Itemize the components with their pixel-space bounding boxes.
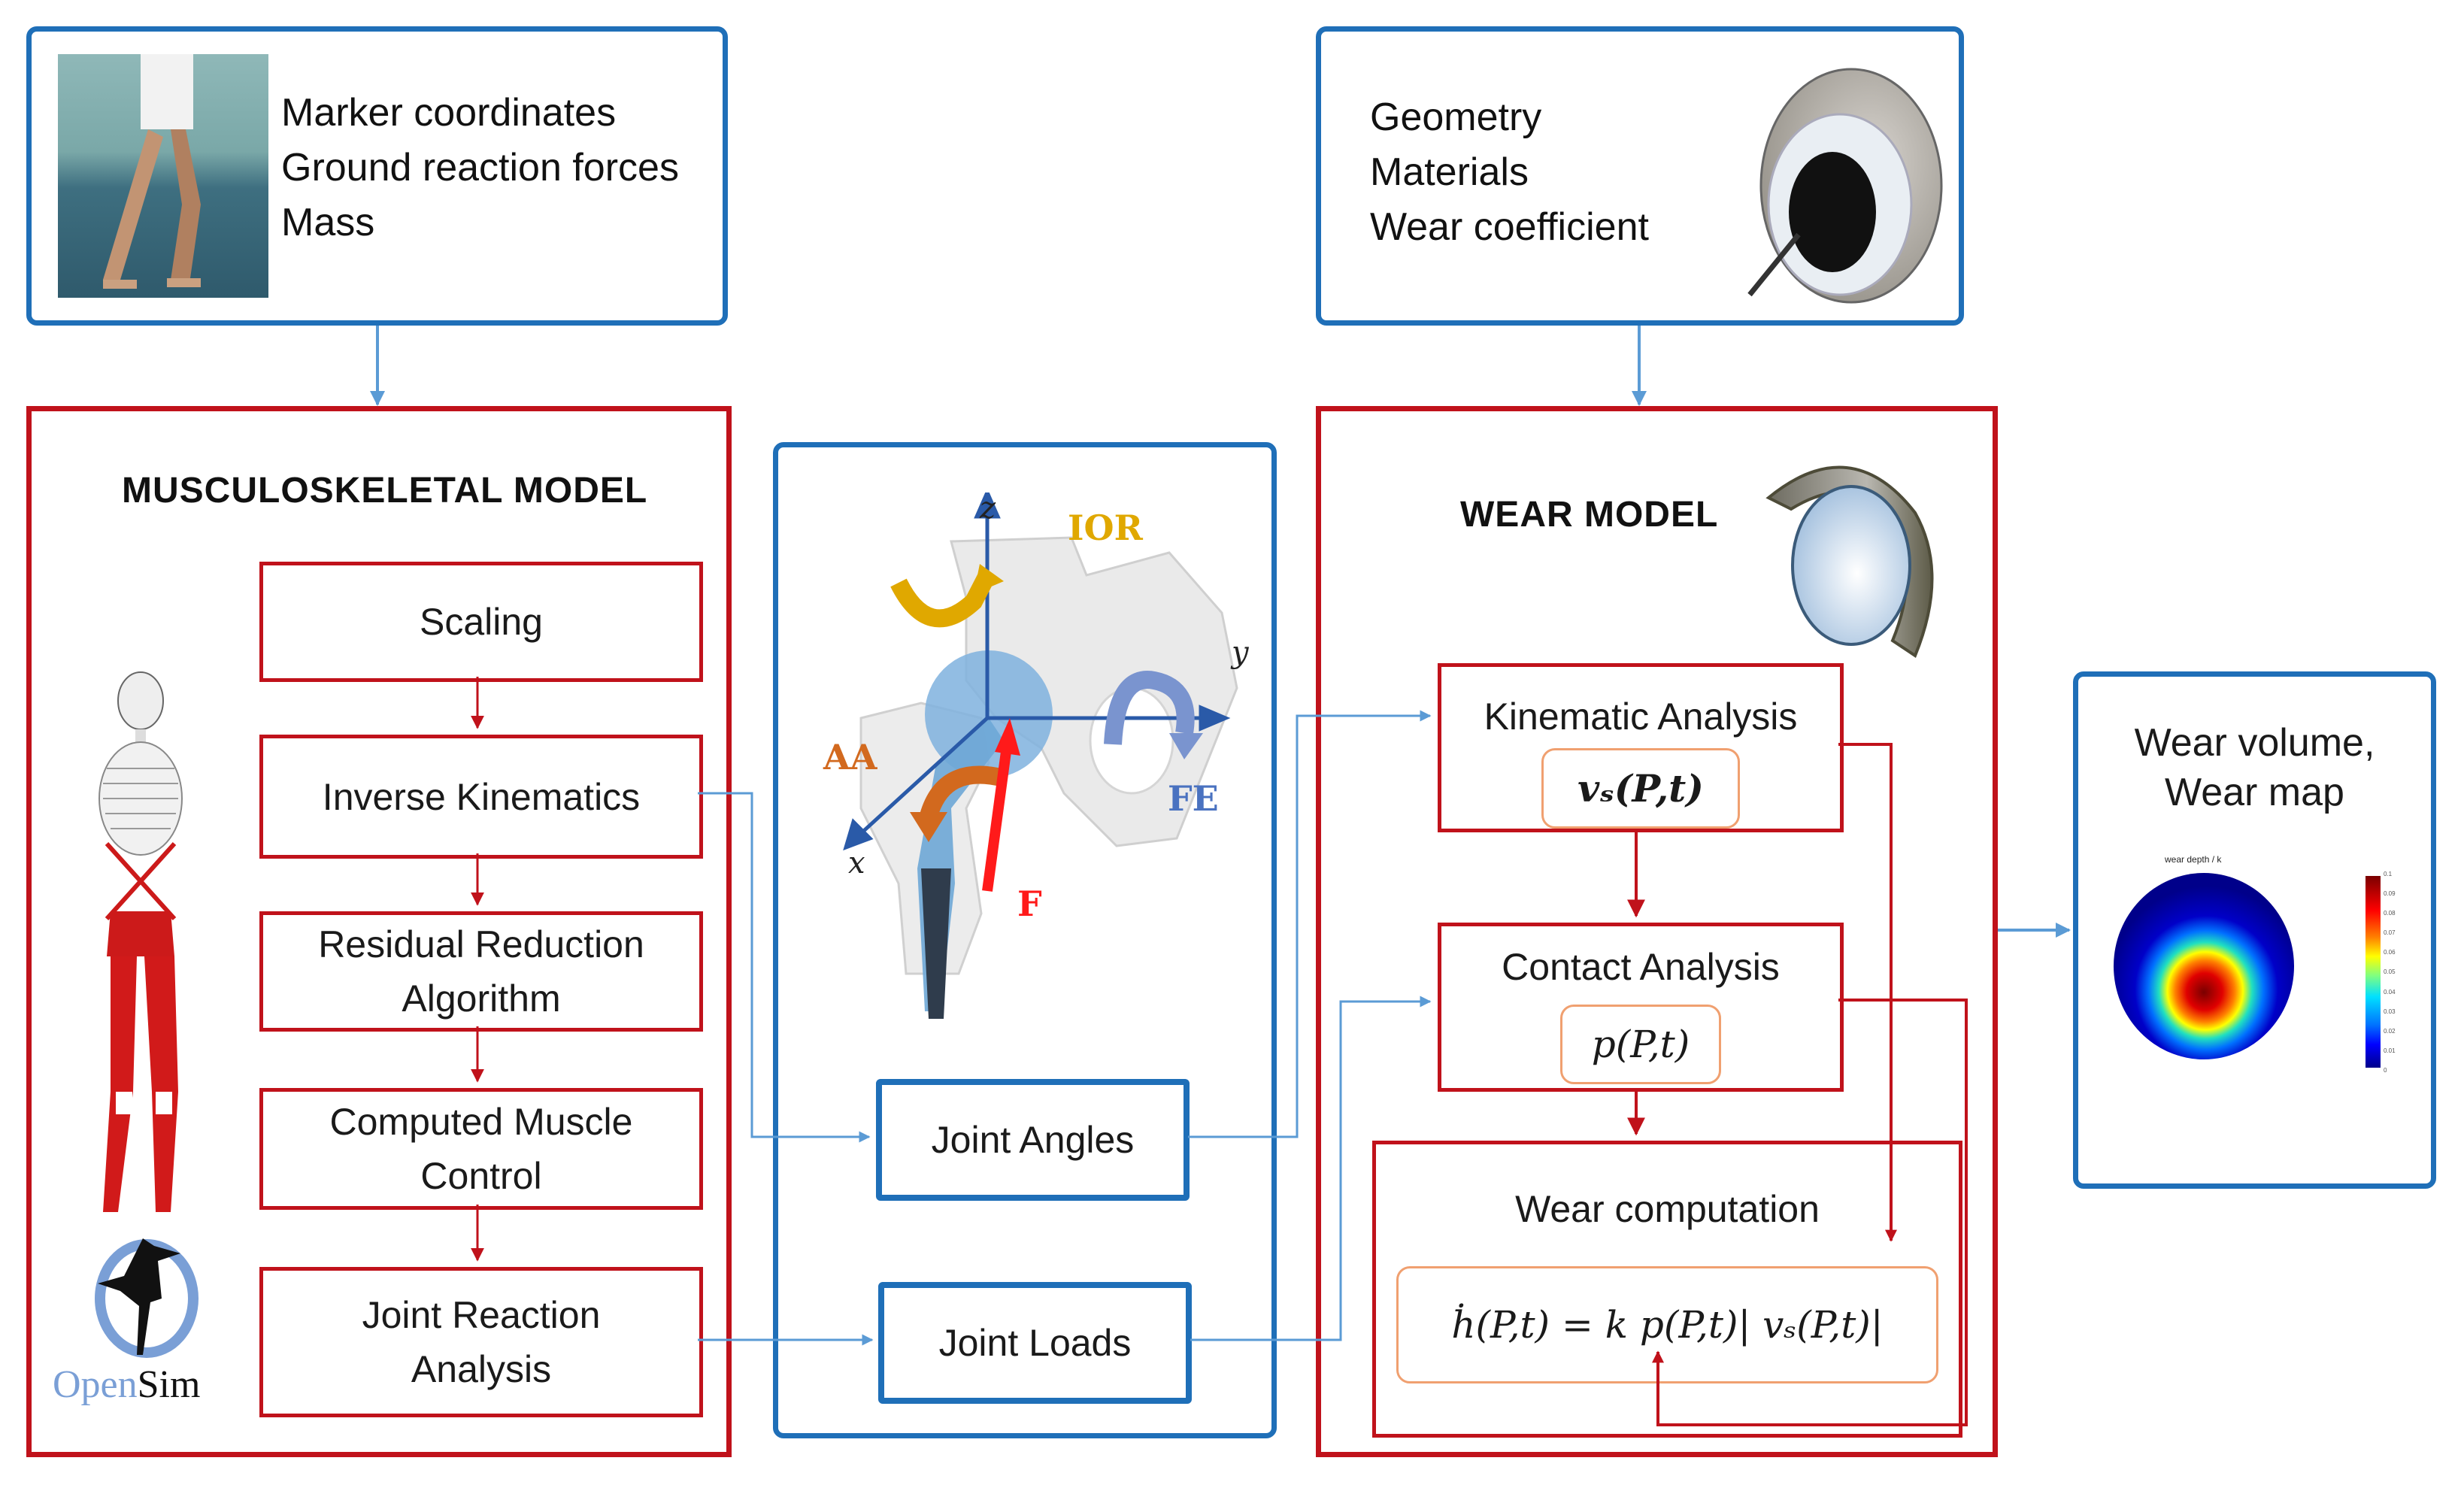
colorbar-tick: 0.03 — [2384, 1008, 2396, 1015]
wear-computation-label: Wear computation — [1515, 1188, 1820, 1230]
input-wear-coefficient: Wear coefficient — [1370, 205, 1649, 249]
x-axis-label: x — [848, 846, 865, 880]
wear-model-title: WEAR MODEL — [1460, 495, 1719, 535]
colorbar-tick: 0.08 — [2384, 910, 2396, 917]
colorbar-tick: 0.1 — [2384, 871, 2393, 877]
colorbar-ticks: 0.1 0.09 0.08 0.07 0.06 0.05 0.04 0.03 0… — [2384, 871, 2396, 1074]
contact-pressure-formula: p(P,t) — [1560, 1005, 1721, 1084]
wear-map-heat-ellipse — [2114, 873, 2294, 1059]
colorbar-tick: 0.07 — [2384, 929, 2396, 937]
z-axis-arrowhead-icon — [974, 492, 1001, 519]
kinematic-analysis-label: Kinematic Analysis — [1484, 696, 1798, 738]
colorbar-tick: 0.06 — [2384, 949, 2396, 956]
ior-label: IOR — [1068, 508, 1143, 548]
wear-output-panel: Wear volume, Wear map wear depth / k 0.1… — [2073, 671, 2436, 1189]
input-ground-reaction-forces: Ground reaction forces — [281, 146, 679, 189]
colorbar-tick: 0.04 — [2384, 988, 2396, 996]
step-joint-reaction-analysis-line1: Joint Reaction — [362, 1294, 601, 1336]
step-inverse-kinematics-label: Inverse Kinematics — [322, 775, 641, 818]
input-materials: Materials — [1370, 150, 1529, 194]
colorbar — [2366, 876, 2381, 1068]
gait-inputs-list: Marker coordinates Ground reaction force… — [281, 86, 717, 250]
colorbar-tick: 0 — [2384, 1066, 2387, 1074]
musculoskeletal-model-panel: MUSCULOSKELETAL MODEL OpenSim Scaling — [26, 406, 732, 1457]
step-computed-muscle-control-line1: Computed Muscle — [329, 1101, 633, 1143]
x-axis-line — [856, 717, 989, 838]
wear-model-panel: WEAR MODEL Kinematic Analysis vₛ(P,t) Co… — [1316, 406, 1998, 1457]
step-joint-reaction-analysis-line2: Analysis — [411, 1348, 552, 1390]
fe-rotation-arrow-icon — [1104, 671, 1195, 745]
contact-analysis-box: Contact Analysis p(P,t) — [1438, 923, 1844, 1092]
opensim-logo: OpenSim — [53, 1231, 248, 1411]
wear-depth-map — [2114, 873, 2294, 1059]
colorbar-tick: 0.05 — [2384, 968, 2396, 976]
force-arrowhead-icon — [995, 718, 1020, 756]
colorbar-tick: 0.01 — [2384, 1047, 2396, 1054]
colorbar-tick: 0.09 — [2384, 890, 2396, 898]
step-scaling: Scaling — [259, 562, 703, 682]
z-axis-label: z — [980, 491, 996, 526]
gait-walking-photo — [58, 54, 268, 298]
force-label: F — [1017, 883, 1042, 924]
joint-loads-label: Joint Loads — [938, 1322, 1132, 1364]
opensim-logo-open: Open — [53, 1363, 138, 1406]
cup-head-cross-section-icon — [1765, 465, 1934, 659]
contact-analysis-label: Contact Analysis — [1502, 946, 1780, 988]
skeleton-model-icon — [98, 671, 183, 1212]
output-title: Wear volume, Wear map — [2078, 718, 2431, 817]
kinematic-analysis-box: Kinematic Analysis vₛ(P,t) — [1438, 663, 1844, 832]
step-joint-reaction-analysis: Joint Reaction Analysis — [259, 1267, 703, 1417]
step-residual-reduction-line2: Algorithm — [402, 977, 561, 1020]
colorbar-tick: 0.02 — [2384, 1027, 2396, 1035]
input-implant-data-box: Geometry Materials Wear coefficient — [1316, 26, 1964, 326]
joint-angles-label: Joint Angles — [931, 1119, 1135, 1161]
input-marker-coordinates: Marker coordinates — [281, 91, 617, 135]
output-title-line2: Wear map — [2165, 771, 2344, 814]
hip-joint-panel: z y x IOR AA FE F Joint Angles Joint Loa… — [773, 442, 1277, 1438]
acetabular-cup-photo — [1747, 68, 1943, 304]
step-residual-reduction-line1: Residual Reduction — [318, 923, 644, 965]
y-axis-label: y — [1232, 635, 1249, 670]
step-computed-muscle-control-line2: Control — [420, 1155, 542, 1197]
walking-person-icon — [103, 54, 201, 289]
output-title-line1: Wear volume, — [2134, 721, 2375, 765]
ior-rotation-arrow-icon — [890, 571, 996, 628]
input-geometry: Geometry — [1370, 95, 1542, 139]
fe-label: FE — [1168, 778, 1219, 819]
wear-map-title: wear depth / k — [2165, 854, 2222, 865]
wear-computation-box: Wear computation ḣ(P,t) = k p(P,t)| vₛ(P… — [1372, 1141, 1962, 1438]
step-scaling-label: Scaling — [420, 601, 543, 643]
aa-label: AA — [823, 737, 877, 777]
aa-rotation-arrow-icon — [920, 765, 1006, 819]
sliding-velocity-formula: vₛ(P,t) — [1541, 748, 1740, 829]
force-arrow-line — [982, 740, 1013, 892]
step-inverse-kinematics: Inverse Kinematics — [259, 735, 703, 859]
step-computed-muscle-control: Computed Muscle Control — [259, 1088, 703, 1210]
joint-angles-box: Joint Angles — [876, 1079, 1190, 1201]
opensim-logo-sim: Sim — [137, 1363, 201, 1406]
opensim-runner-icon — [95, 1238, 199, 1358]
step-residual-reduction: Residual Reduction Algorithm — [259, 911, 703, 1032]
implant-inputs-list: Geometry Materials Wear coefficient — [1370, 90, 1716, 255]
x-axis-arrowhead-icon — [843, 818, 874, 851]
hip-joint-illustration — [843, 492, 1238, 1019]
joint-loads-box: Joint Loads — [878, 1282, 1192, 1404]
input-mass: Mass — [281, 201, 375, 244]
input-gait-data-box: Marker coordinates Ground reaction force… — [26, 26, 728, 326]
musculoskeletal-model-title: MUSCULOSKELETAL MODEL — [122, 471, 648, 511]
archard-wear-formula: ḣ(P,t) = k p(P,t)| vₛ(P,t)| — [1396, 1266, 1938, 1383]
